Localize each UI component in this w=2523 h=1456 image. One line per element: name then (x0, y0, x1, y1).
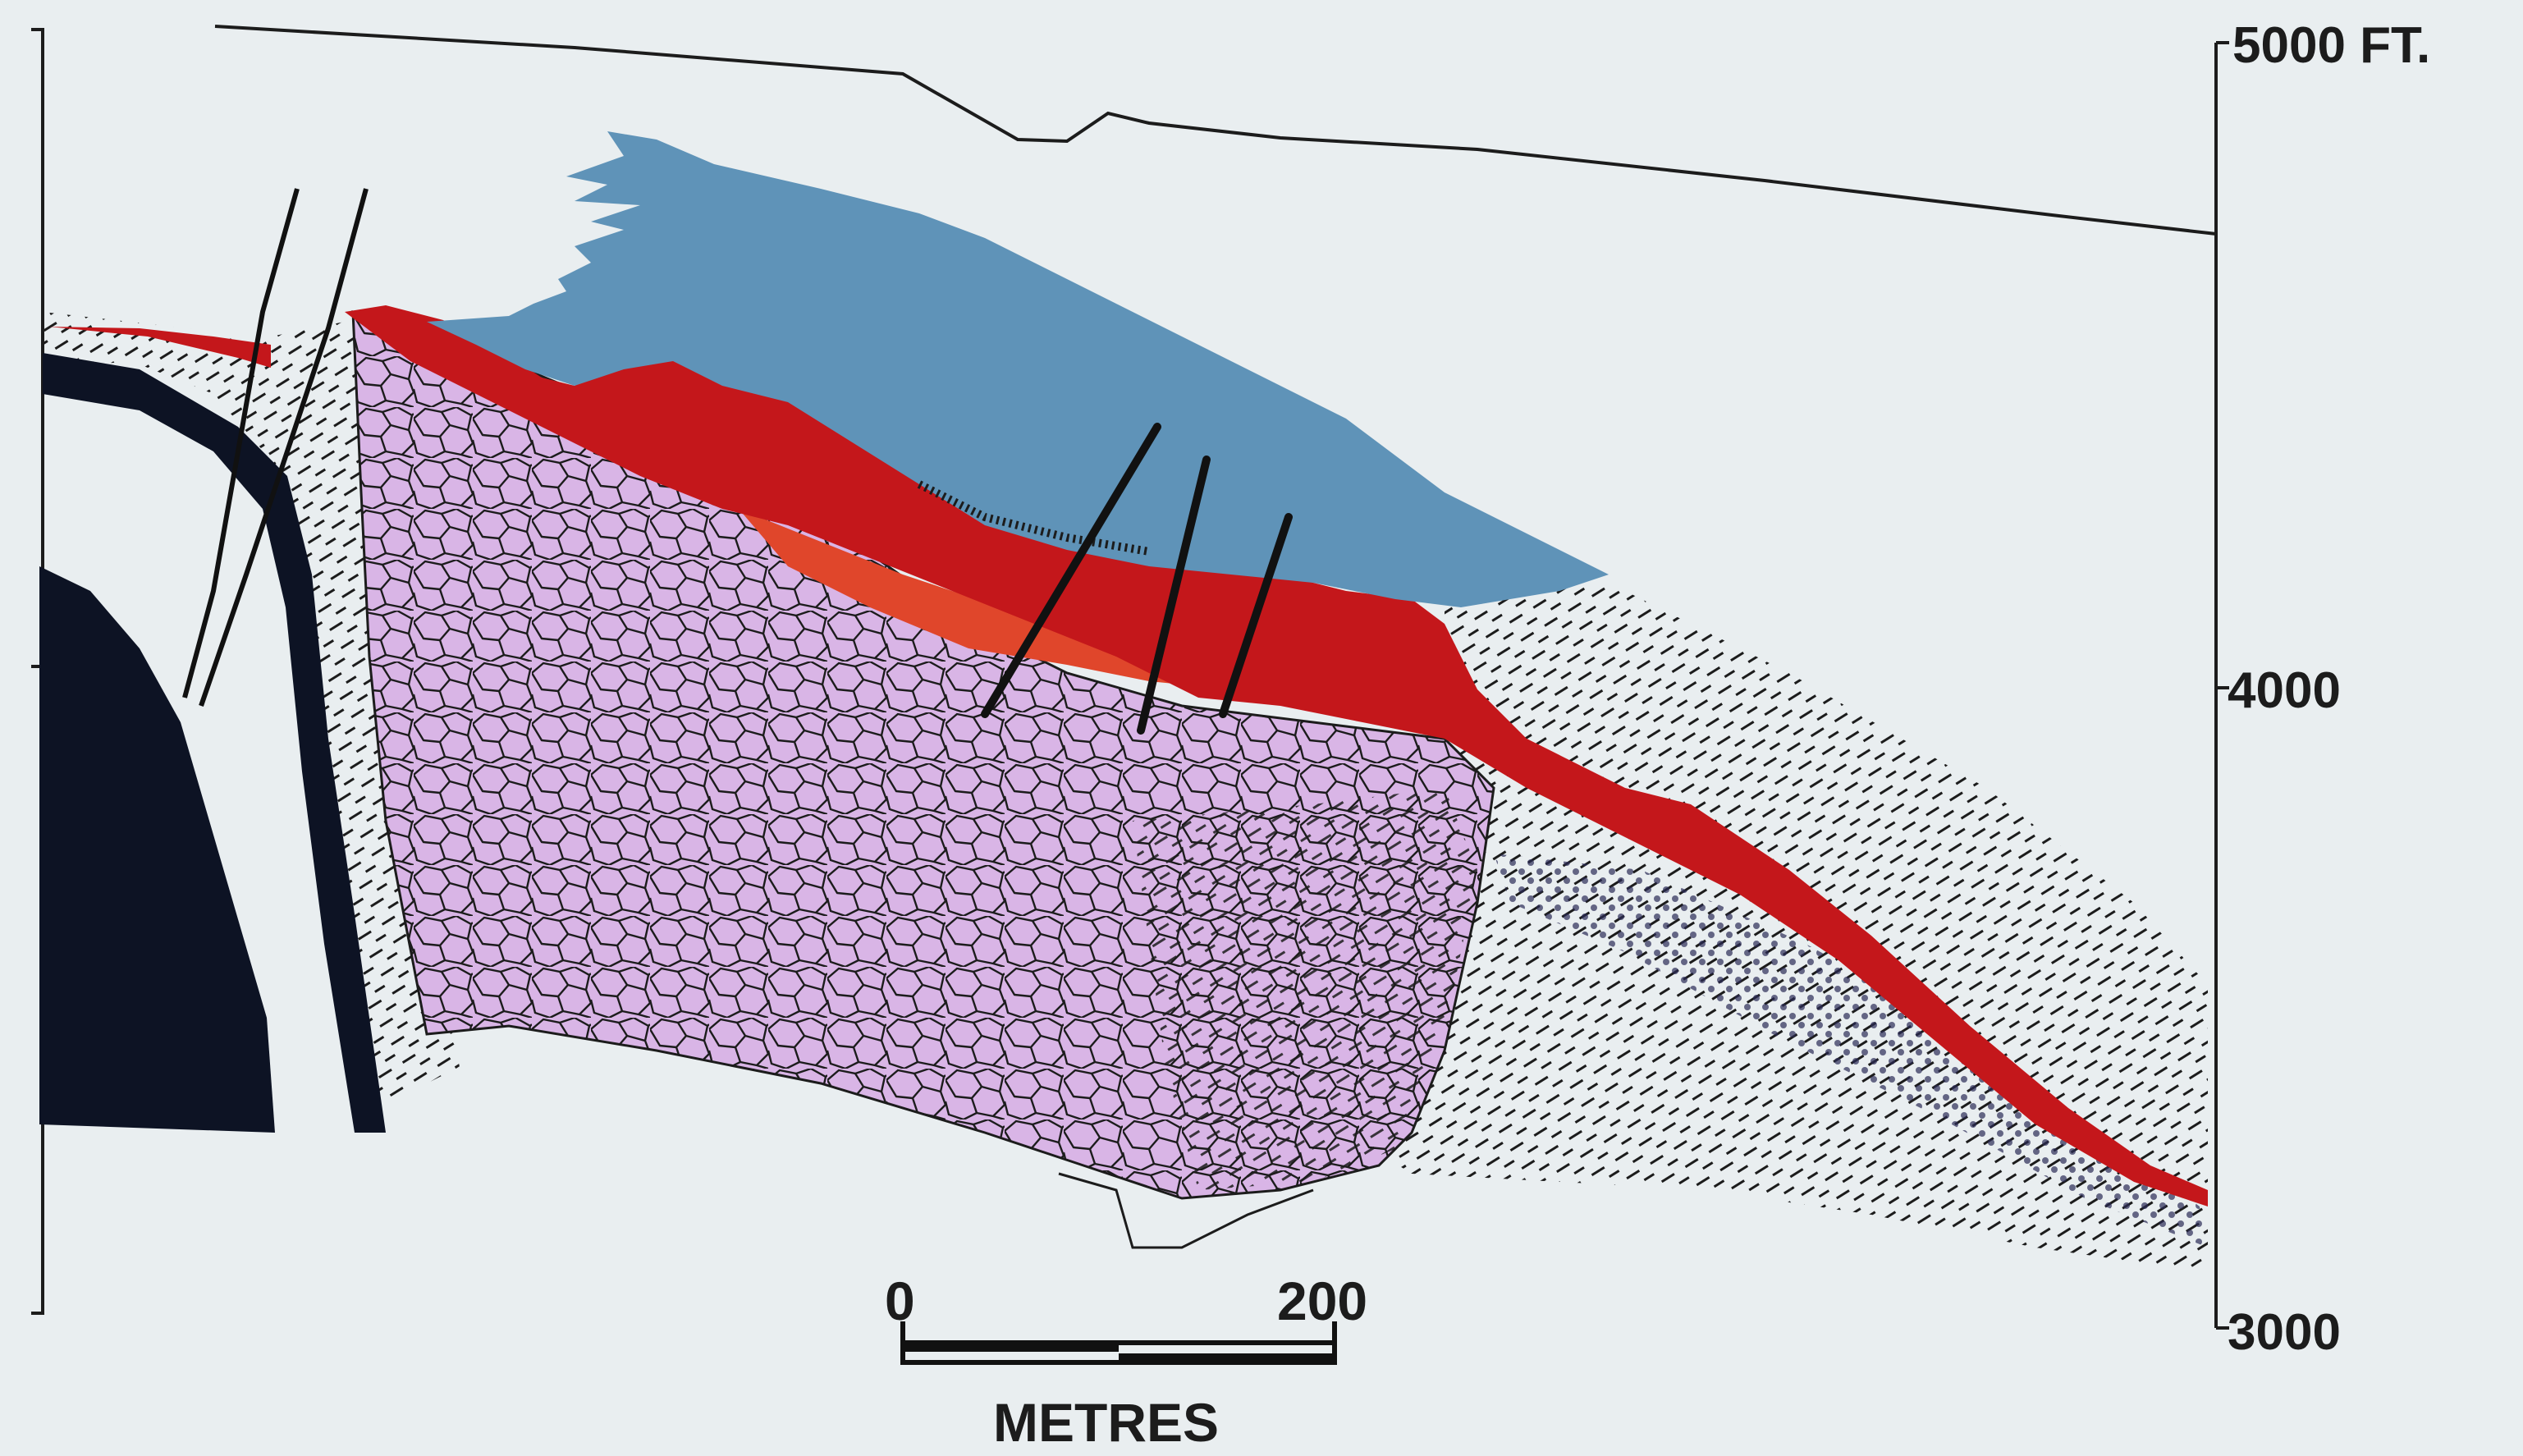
axis-label-mid: 4000 (2228, 662, 2341, 719)
axis-label-top: 5000 FT. (2232, 17, 2430, 74)
scale-unit-label: METRES (993, 1392, 1219, 1453)
scale-bar: 0 200 METRES (885, 1271, 1367, 1453)
scale-bar-fill-right (1119, 1353, 1332, 1360)
axis-label-bottom: 3000 (2228, 1304, 2341, 1361)
scale-label-end: 200 (1277, 1271, 1367, 1331)
scale-label-start: 0 (885, 1271, 915, 1331)
dark-intrusion-left (39, 566, 275, 1133)
ground-surface-line (215, 26, 2216, 234)
scale-bar-fill-left (905, 1345, 1119, 1352)
